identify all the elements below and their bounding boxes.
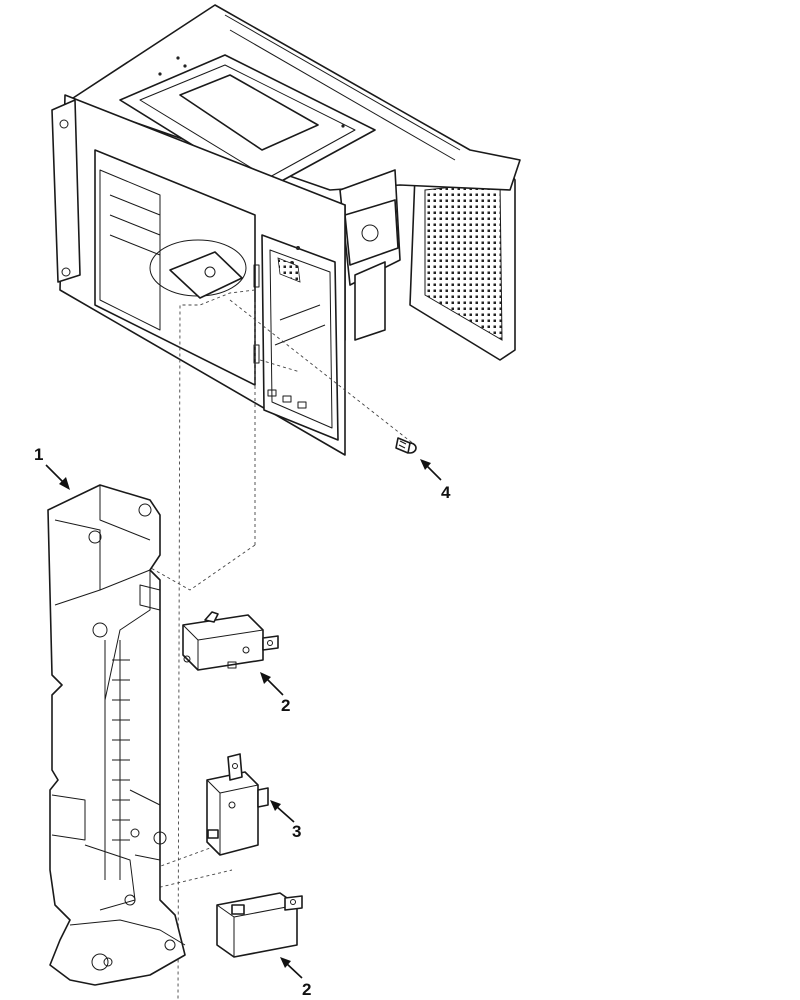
callout-2-lower: 2 bbox=[280, 957, 311, 999]
callout-label-2-upper: 2 bbox=[281, 696, 290, 715]
microwave-cavity-assembly bbox=[51, 4, 521, 456]
screw bbox=[395, 437, 417, 454]
callout-label-1: 1 bbox=[34, 445, 43, 464]
micro-switch-upper bbox=[182, 611, 279, 671]
callout-label-3: 3 bbox=[292, 822, 301, 841]
callout-3: 3 bbox=[270, 800, 301, 841]
callout-2-upper: 2 bbox=[260, 672, 290, 715]
micro-switch-middle bbox=[206, 753, 269, 856]
latch-board bbox=[47, 484, 186, 986]
callout-1: 1 bbox=[34, 445, 70, 490]
callout-label-4: 4 bbox=[441, 483, 451, 502]
micro-switch-lower bbox=[216, 892, 303, 958]
callout-label-2-lower: 2 bbox=[302, 980, 311, 999]
callout-4: 4 bbox=[420, 459, 451, 502]
